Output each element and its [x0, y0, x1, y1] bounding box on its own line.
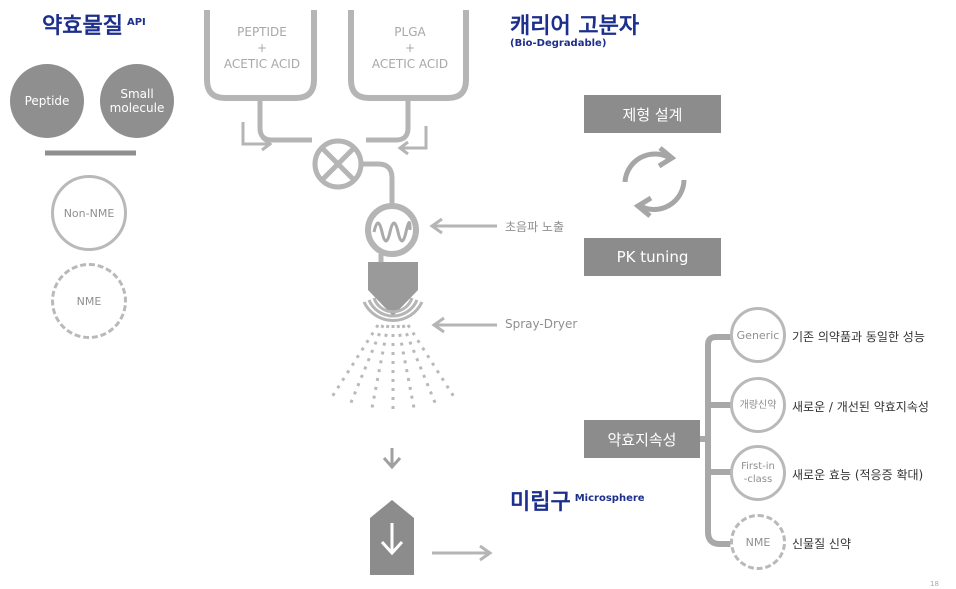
small-molecule-circle: Small molecule	[100, 64, 174, 138]
carrier-subtitle: (Bio-Degradable)	[510, 38, 607, 49]
first-in-class-desc: 새로운 효능 (적응증 확대)	[792, 468, 924, 482]
improved-drug-desc: 새로운 / 개선된 약효지속성	[792, 400, 929, 414]
api-superscript: API	[126, 16, 146, 28]
down-arrow-icon	[382, 448, 402, 470]
peptide-tank-label: PEPTIDE + ACETIC ACID	[223, 25, 301, 71]
arrow-right-in	[402, 126, 428, 150]
arrow-left-in	[241, 122, 268, 146]
arrow-to-microsphere	[432, 544, 493, 562]
spray-dots	[328, 324, 458, 410]
pipe-left	[257, 98, 312, 143]
pipe-to-sonicator	[361, 161, 395, 203]
branch-tree	[705, 334, 735, 547]
arrow-ultrasonic	[429, 217, 497, 235]
plga-tank-label: PLGA + ACETIC ACID	[371, 25, 449, 71]
microsphere-superscript: Microsphere	[574, 492, 645, 504]
nme-desc: 신물질 신약	[792, 537, 852, 551]
cycle-arrow-icon	[622, 151, 672, 183]
improved-drug-badge: 개량신약	[730, 377, 786, 433]
spray-dryer-label: Spray-Dryer	[505, 317, 578, 331]
spray-nozzle-icon	[368, 262, 418, 316]
arrow-spraydryer	[431, 316, 497, 334]
ultrasonic-label: 초음파 노출	[505, 220, 565, 234]
pipe-right	[366, 98, 411, 143]
page-number: 18	[930, 580, 939, 588]
nme-circle: NME	[51, 263, 127, 339]
nme-badge: NME	[730, 514, 786, 570]
carrier-title: 캐리어 고분자	[510, 14, 640, 39]
first-in-class-badge: First-in -class	[730, 445, 786, 501]
generic-badge: Generic	[730, 307, 786, 363]
sustained-efficacy-box: 약효지속성	[584, 420, 700, 458]
pk-tuning-box: PK tuning	[584, 238, 721, 276]
peptide-circle: Peptide	[10, 64, 84, 138]
generic-desc: 기존 의약품과 동일한 성능	[792, 330, 925, 344]
non-nme-circle: Non-NME	[51, 175, 127, 251]
formulation-design-box: 제형 설계	[584, 95, 721, 133]
